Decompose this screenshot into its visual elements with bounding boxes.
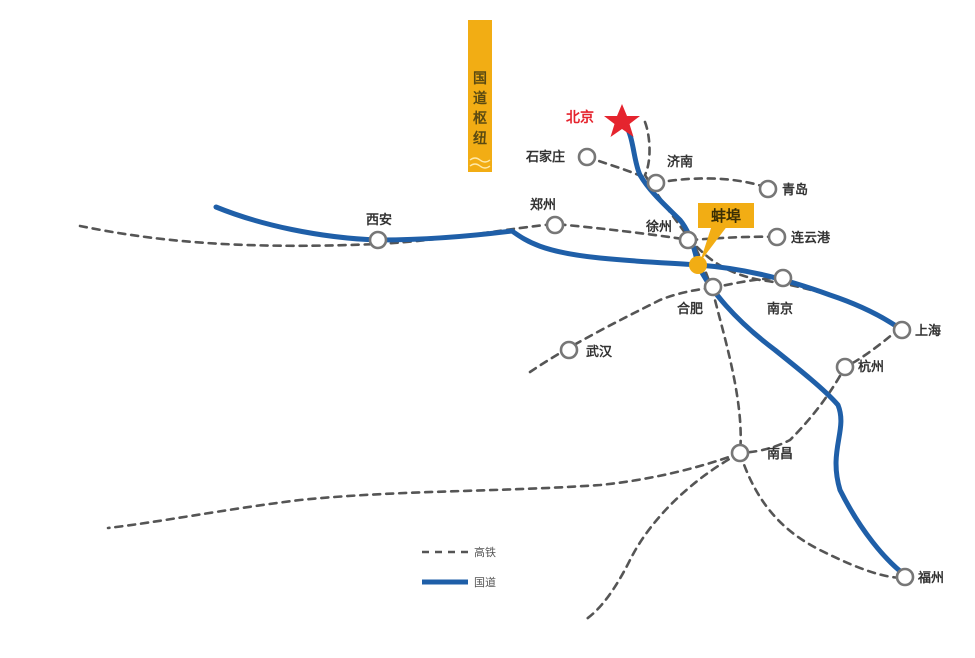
hub-node <box>689 256 707 274</box>
city-labels: 石家庄 济南 青岛 西安 郑州 徐州 连云港 合肥 南京 上海 武汉 杭州 南昌… <box>366 149 944 586</box>
hub-label: 蚌埠 <box>711 207 741 225</box>
rail-line-xian-hefei <box>78 222 714 290</box>
city-node-fuzhou <box>895 567 915 587</box>
banner-background <box>468 20 492 172</box>
callout-box <box>698 203 754 228</box>
city-label-jinan: 济南 <box>667 154 693 170</box>
city-label-lianyungang: 连云港 <box>791 230 831 246</box>
city-node-wuhan <box>559 340 579 360</box>
star-icon <box>604 104 640 137</box>
banner-char: 枢 <box>473 110 487 127</box>
city-node-qingdao <box>758 179 778 199</box>
city-node-xian <box>368 230 388 250</box>
city-node-nanchang <box>730 443 750 463</box>
city-label-nanchang: 南昌 <box>767 446 793 462</box>
city-label-hefei: 合肥 <box>677 301 703 317</box>
rail-line-xuzhou-lianyungang <box>688 235 779 242</box>
city-node-shanghai <box>892 320 912 340</box>
rail-line-shanghai-nanchang <box>738 326 902 455</box>
rail-line-nanchang-fuzhou <box>738 451 906 580</box>
capital-label: 北京 <box>566 109 594 126</box>
city-label-shanghai: 上海 <box>915 323 941 339</box>
city-label-xuzhou: 徐州 <box>645 219 672 235</box>
city-label-xian: 西安 <box>366 212 392 228</box>
highway-line-west-shanghai <box>213 204 905 333</box>
legend-rail-label: 高铁 <box>474 545 496 559</box>
city-label-hangzhou: 杭州 <box>858 359 884 375</box>
city-label-wuhan: 武汉 <box>586 344 613 360</box>
rail-line-jinan-qingdao <box>654 177 770 190</box>
rail-line-hefei-nanchang <box>710 286 742 455</box>
legend-highway-label: 国道 <box>474 575 496 589</box>
map-legend: 高铁 国道 <box>422 545 496 589</box>
city-node-xuzhou <box>678 230 698 250</box>
rail-line-wuhan-hefei <box>528 286 714 374</box>
rail-line-shijiazhuang-jinan <box>585 155 658 185</box>
city-node-nanjing <box>773 268 793 288</box>
banner-char: 国 <box>473 71 487 87</box>
rail-line-nanchang-south <box>583 451 742 622</box>
city-nodes <box>368 147 915 587</box>
city-label-qingdao: 青岛 <box>782 182 808 198</box>
banner-char: 纽 <box>473 130 487 147</box>
city-node-zhengzhou <box>545 215 565 235</box>
callout-pointer <box>700 225 728 262</box>
city-label-fuzhou: 福州 <box>917 570 944 586</box>
banner-wave-2 <box>469 163 491 169</box>
city-node-lianyungang <box>767 227 787 247</box>
banner-char: 道 <box>473 90 487 107</box>
rail-line-nanchang-west <box>106 451 742 530</box>
city-node-jinan <box>646 173 666 193</box>
hub-callout: 蚌埠 <box>689 203 754 274</box>
hub-banner: 国 道 枢 纽 <box>468 20 492 172</box>
banner-wave-1 <box>469 157 491 163</box>
capital-marker: 北京 <box>566 104 640 137</box>
city-node-hangzhou <box>835 357 855 377</box>
city-label-zhengzhou: 郑州 <box>530 197 556 213</box>
city-node-hefei <box>703 277 723 297</box>
city-label-nanjing: 南京 <box>767 301 793 317</box>
city-label-shijiazhuang: 石家庄 <box>525 149 565 165</box>
city-node-shijiazhuang <box>577 147 597 167</box>
